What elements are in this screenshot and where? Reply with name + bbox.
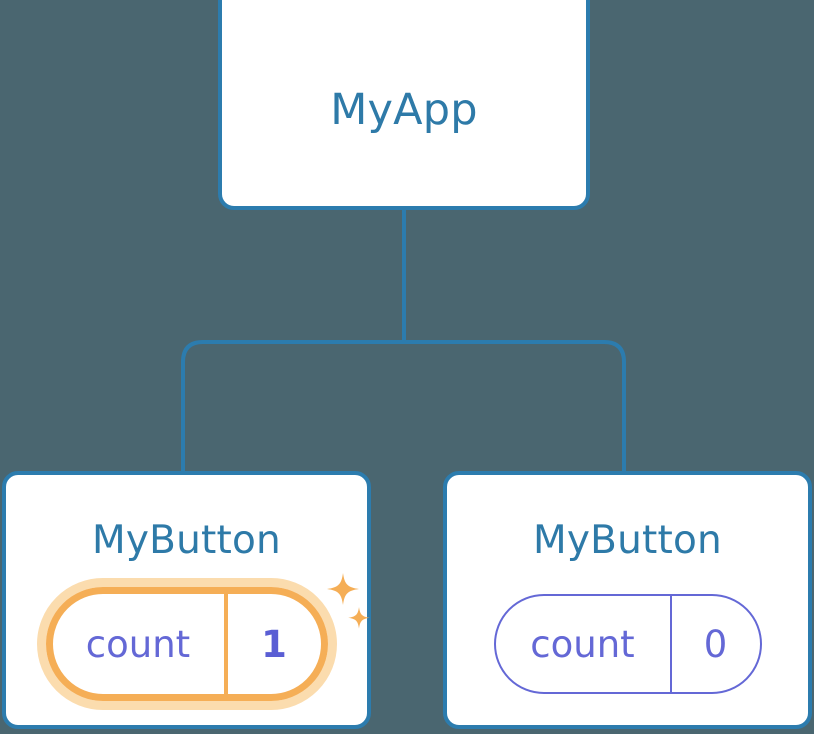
node-mybutton-1-label: MyButton — [92, 518, 281, 563]
connector-branch-right — [404, 340, 626, 473]
state-pill-1[interactable]: count 1 — [45, 587, 328, 701]
state-pill-1-wrapper: count 1 — [6, 578, 367, 710]
state-pill-1-value: 1 — [261, 622, 287, 666]
node-myapp[interactable]: MyApp — [218, 0, 590, 210]
state-pill-2-key: count — [496, 596, 672, 692]
state-pill-1-key: count — [53, 594, 228, 694]
state-pill-1-glow-ring — [36, 578, 337, 710]
state-pill-2-value: 0 — [703, 622, 728, 666]
node-mybutton-2[interactable]: MyButton count 0 — [443, 471, 812, 729]
node-myapp-label: MyApp — [330, 85, 478, 135]
node-mybutton-1[interactable]: MyButton count 1 — [2, 471, 371, 729]
state-pill-1-highlight: count 1 — [36, 578, 337, 710]
state-pill-2-wrapper: count 0 — [447, 594, 808, 694]
connector-branch-left — [181, 340, 404, 473]
state-pill-2[interactable]: count 0 — [493, 594, 762, 694]
node-mybutton-2-label: MyButton — [533, 518, 722, 563]
